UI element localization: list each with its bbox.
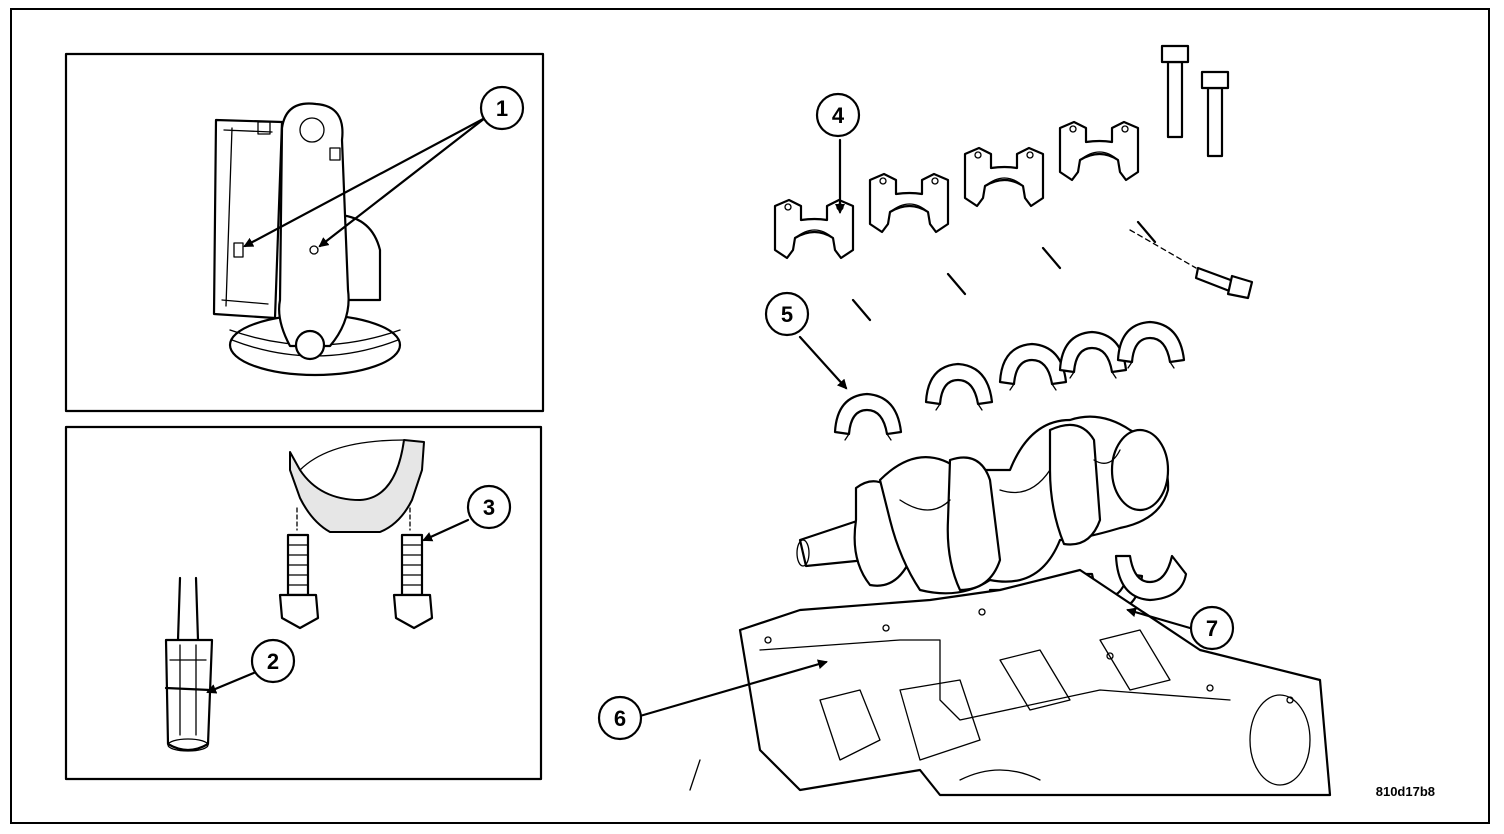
callout-2-label: 2 xyxy=(267,649,279,674)
callout-4-label: 4 xyxy=(832,103,845,128)
rod-oil-hole xyxy=(309,245,319,255)
cap-bolt-left xyxy=(278,533,320,630)
figure-code: 810d17b8 xyxy=(1376,784,1435,799)
callout-4: 4 xyxy=(815,92,861,138)
cap-bolts xyxy=(1129,44,1254,300)
callout-2: 2 xyxy=(250,638,296,684)
inset-plastigage xyxy=(64,425,543,781)
callout-7-label: 7 xyxy=(1206,616,1218,641)
callout-5-label: 5 xyxy=(781,302,793,327)
piston-rod-illustration xyxy=(212,102,402,377)
callout-6-label: 6 xyxy=(614,706,626,731)
callout-6: 6 xyxy=(597,695,643,741)
upper-bearing-shells xyxy=(833,320,1186,442)
rod-cap-illustration xyxy=(289,439,425,533)
callout-1: 1 xyxy=(479,85,525,131)
plastigage-scale xyxy=(164,576,214,752)
callout-3: 3 xyxy=(466,484,512,530)
callout-1-label: 1 xyxy=(496,96,508,121)
cap-bolt-right xyxy=(392,533,434,630)
callout-3-label: 3 xyxy=(483,495,495,520)
figure-border xyxy=(10,8,1490,824)
bearing-tang xyxy=(233,242,244,258)
crankshaft xyxy=(796,415,1170,595)
main-bearing-caps xyxy=(773,120,1157,322)
callout-7: 7 xyxy=(1189,605,1235,651)
inset-rod-bearing xyxy=(64,52,545,413)
callout-5: 5 xyxy=(764,291,810,337)
engine-block xyxy=(689,568,1332,797)
